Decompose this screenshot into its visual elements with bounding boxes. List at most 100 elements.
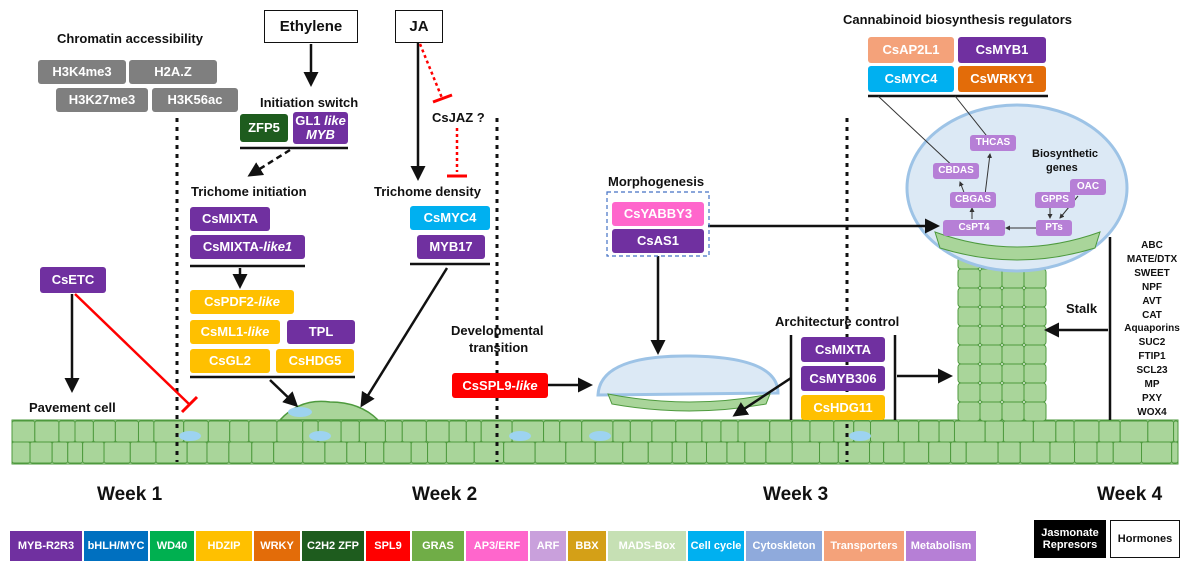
transporter-item: MP <box>1144 379 1160 390</box>
morphogenesis-frame <box>606 191 710 257</box>
metabolic-thcas: THCAS <box>970 135 1016 151</box>
biosynthetic-heading-2: genes <box>1046 162 1078 174</box>
epidermal-cell <box>791 441 821 464</box>
legend-item: Cytoskleton <box>746 531 822 561</box>
stalk-cell <box>957 268 981 289</box>
metabolic-cbgas: CBGAS <box>950 192 996 208</box>
stalk-cell <box>957 325 981 346</box>
epidermal-cell <box>744 441 767 464</box>
epidermal-cell <box>465 420 482 443</box>
legend-item: AP3/ERF <box>466 531 528 561</box>
epidermal-cell <box>410 441 429 464</box>
week-2-label: Week 2 <box>412 484 478 505</box>
epidermal-cell <box>950 441 967 464</box>
week-1-label: Week 1 <box>97 484 163 505</box>
gene-csml1-like: CsML1-like <box>190 320 280 344</box>
architecture-to-dome-arrow <box>732 376 792 417</box>
csml1-name: CsML1- <box>200 324 248 339</box>
developing-gland-disc <box>607 393 771 412</box>
transporter-item: MATE/DTX <box>1126 253 1178 265</box>
gene-csspl9-like: CsSPL9-like <box>452 373 548 398</box>
epidermal-cell <box>819 441 839 464</box>
epidermal-cell <box>11 441 31 464</box>
epidermal-cell <box>503 441 536 464</box>
epidermal-cell <box>29 441 53 464</box>
epidermal-cell <box>720 420 739 443</box>
stalk-cell <box>957 382 981 403</box>
epidermal-cell <box>651 420 677 443</box>
transporter-item: PXY <box>1141 392 1162 404</box>
ja-box: JA <box>395 10 443 43</box>
epidermal-cell <box>559 420 583 443</box>
epidermal-cell <box>809 420 835 443</box>
gene-myb17: MYB17 <box>417 235 485 259</box>
stalk-cell <box>1023 344 1047 365</box>
ja-jaz-inhibit-bar <box>432 93 453 104</box>
stalk-heading: Stalk <box>1066 301 1098 316</box>
epidermal-cell <box>358 420 386 443</box>
epidermal-cell <box>445 441 475 464</box>
stalk-cell <box>1023 287 1047 308</box>
epidermal-cell <box>129 441 157 464</box>
gl1-like: like <box>324 113 346 128</box>
epidermal-cell <box>671 441 688 464</box>
trichome-initiation-heading: Trichome initiation <box>191 184 307 199</box>
epidermal-cell <box>737 420 771 443</box>
transporter-item: NPF <box>1142 281 1162 293</box>
transporter-item: AVT <box>1142 295 1162 307</box>
epidermal-cell <box>34 420 60 443</box>
gene-csmyb1: CsMYB1 <box>958 37 1046 63</box>
stalk-cell <box>1001 382 1025 403</box>
csmixta-like1-name: CsMIXTA- <box>202 239 264 254</box>
epidermal-cell <box>251 441 275 464</box>
epidermal-cell <box>186 441 208 464</box>
epidermal-cell <box>675 420 703 443</box>
hdzip-to-bump-arrow <box>269 379 299 408</box>
epidermal-cell <box>870 420 899 443</box>
gene-cswrky1: CsWRKY1 <box>958 66 1046 92</box>
stalk-cell <box>957 344 981 365</box>
transporter-item: SUC2 <box>1138 337 1166 349</box>
legend-hormones: Hormones <box>1110 520 1180 558</box>
gene-csgl2: CsGL2 <box>190 349 270 373</box>
gene-csmixta: CsMIXTA <box>190 207 270 231</box>
epidermal-cell <box>706 441 728 464</box>
metabolic-cbdas: CBDAS <box>933 163 979 179</box>
epidermal-cell <box>701 420 722 443</box>
gland-disc-cells <box>934 231 1101 261</box>
epidermal-cell <box>425 420 450 443</box>
epidermal-cell <box>1074 441 1098 464</box>
gene-csmyc4-density: CsMYC4 <box>410 206 490 230</box>
epidermal-cell <box>903 441 930 464</box>
stalk-cell <box>1001 325 1025 346</box>
initiation-switch-heading: Initiation switch <box>260 95 359 110</box>
epidermal-cell <box>137 420 155 443</box>
epidermal-cell <box>997 441 1021 464</box>
epidermal-cell <box>1112 441 1143 464</box>
gene-tpl: TPL <box>287 320 355 344</box>
stalk-cell <box>1023 382 1047 403</box>
architecture-heading: Architecture control <box>775 314 900 329</box>
chromatin-mark-h3k4me3: H3K4me3 <box>38 60 126 84</box>
metabolic-gpps: GPPS <box>1035 192 1075 208</box>
epidermal-cell <box>1141 441 1173 464</box>
csmixta-like1-suffix: like1 <box>263 239 293 254</box>
gl1-myb: MYB <box>306 127 335 142</box>
epidermal-cell <box>114 420 139 443</box>
epidermal-cell <box>103 441 131 464</box>
legend-item: WD40 <box>150 531 194 561</box>
epidermal-cell <box>565 441 596 464</box>
epidermal-cell <box>276 420 304 443</box>
stalk-cell <box>1001 306 1025 327</box>
gl1-line-1: GL1 like <box>295 114 346 128</box>
metabolic-cspt4: CsPT4 <box>943 220 1005 236</box>
epidermal-cell <box>938 420 955 443</box>
chromatin-mark-h3k56ac: H3K56ac <box>152 88 238 112</box>
stalk-cell <box>979 306 1003 327</box>
transporter-item: Aquaporins <box>1124 323 1180 335</box>
transporter-item: WOX4 <box>1137 406 1167 418</box>
ja-jaz-inhibit-line <box>418 43 444 99</box>
epidermal-cell <box>726 441 746 464</box>
epidermal-cell <box>51 441 69 464</box>
legend-item: BBX <box>568 531 606 561</box>
